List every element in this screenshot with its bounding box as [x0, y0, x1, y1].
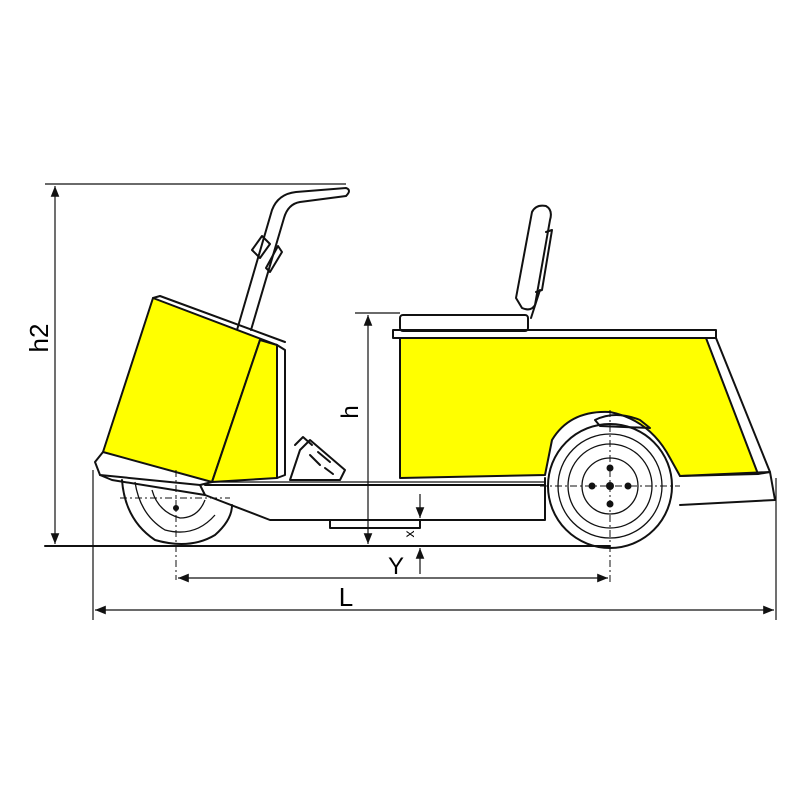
- label-h2: h2: [24, 324, 54, 353]
- pedal-assembly: [289, 436, 346, 481]
- dimension-l-overall: L: [92, 470, 777, 620]
- chassis: [94, 451, 546, 529]
- steering-handle: [236, 187, 350, 331]
- label-x: x: [401, 531, 417, 538]
- rear-wheel: [540, 410, 680, 585]
- dimension-x: x: [401, 494, 425, 574]
- seat-backrest: [515, 204, 552, 311]
- dimension-h2: h2: [24, 183, 346, 544]
- label-y: Y: [388, 553, 404, 580]
- front-body: [102, 295, 286, 483]
- dimension-h: h: [337, 312, 400, 544]
- front-wheel: [120, 470, 233, 580]
- label-l: L: [339, 582, 353, 612]
- seat-cushion: [399, 314, 529, 332]
- seat: [399, 204, 553, 332]
- label-h: h: [337, 405, 364, 418]
- rear-body: [392, 329, 776, 506]
- dimension-y: Y: [388, 553, 404, 580]
